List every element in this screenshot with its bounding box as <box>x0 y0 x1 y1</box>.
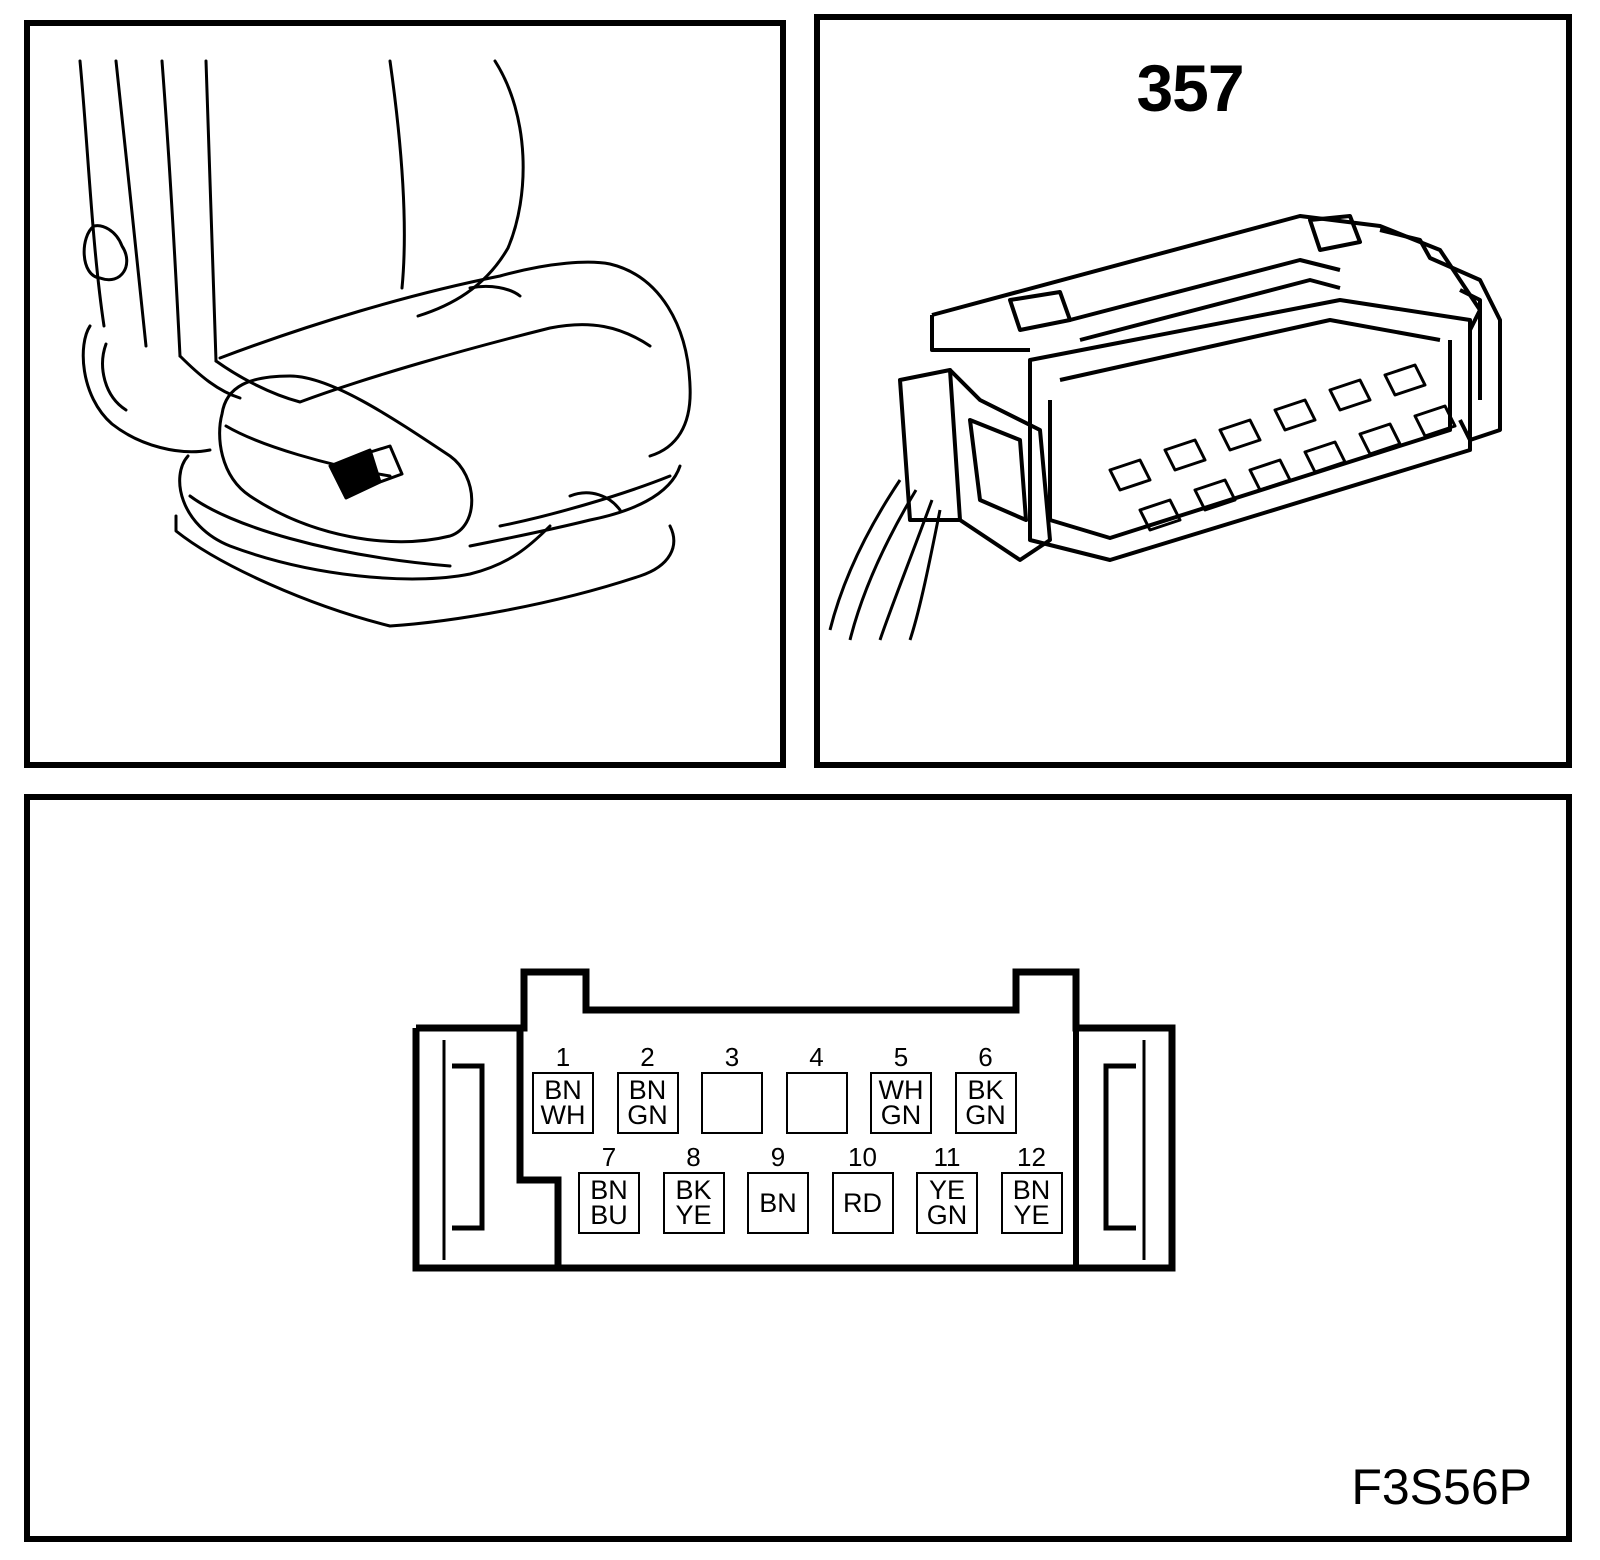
wire-color-code: BN <box>544 1075 582 1105</box>
pin-number: 8 <box>686 1142 701 1172</box>
pin-number: 3 <box>724 1042 740 1072</box>
pin-cavity <box>701 1072 763 1134</box>
wire-color-code: YE <box>928 1175 966 1205</box>
connector-view-panel: 357 <box>814 14 1572 768</box>
pinout-housing <box>412 968 1176 1272</box>
pin-cavity: RD <box>831 1172 894 1234</box>
wire-color-code: GN <box>880 1100 922 1130</box>
wire-color-code: BN <box>628 1075 667 1105</box>
pin-number: 12 <box>1017 1142 1046 1172</box>
connector-illustration <box>828 214 1502 641</box>
wire-color-code: YE <box>1013 1200 1050 1230</box>
pin-number: 1 <box>555 1042 571 1072</box>
wire-color-code: GN <box>627 1100 668 1130</box>
pin-cavity: BN <box>747 1172 809 1234</box>
pin-number: 5 <box>893 1042 909 1072</box>
pin-number: 7 <box>601 1142 617 1172</box>
pin-number: 10 <box>848 1142 877 1172</box>
wire-color-code: RD <box>843 1187 882 1218</box>
wire-color-code: BN <box>759 1187 797 1218</box>
wire-color-code: BN <box>1012 1175 1051 1205</box>
wire-color-code: BK <box>675 1175 712 1205</box>
wire-color-code: BN <box>590 1175 628 1205</box>
pin-number: 11 <box>933 1142 961 1172</box>
figure-code: F3S56P <box>1351 1459 1532 1515</box>
pin-number: 2 <box>640 1042 655 1072</box>
seat-illustration <box>78 59 692 628</box>
wire-color-code: YE <box>675 1200 712 1230</box>
pin-number: 6 <box>978 1042 993 1072</box>
wire-color-code: BK <box>967 1075 1004 1105</box>
wire-color-code: GN <box>926 1200 968 1230</box>
wire-color-code: GN <box>965 1100 1006 1130</box>
connector-number: 357 <box>1136 51 1244 125</box>
pin-number: 9 <box>770 1142 786 1172</box>
wire-color-code: WH <box>878 1075 924 1105</box>
pin-cavity <box>785 1072 848 1134</box>
seat-location-panel <box>24 20 786 768</box>
pin-number: 4 <box>809 1042 824 1072</box>
wire-color-code: WH <box>540 1100 586 1130</box>
wire-color-code: BU <box>590 1200 628 1230</box>
